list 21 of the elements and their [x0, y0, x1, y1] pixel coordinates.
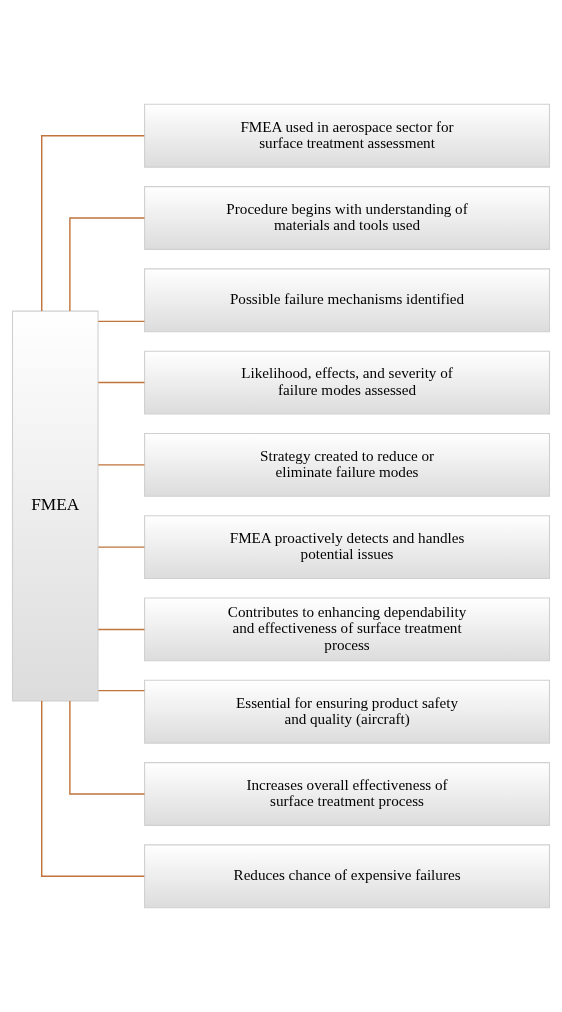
- connector: [97, 320, 146, 323]
- node-box: Increases overall effectiveness of surface treatment process: [144, 762, 551, 826]
- node-box: Reduces chance of expensive failures: [144, 844, 551, 909]
- connector: [69, 700, 146, 795]
- connector: [97, 628, 146, 631]
- node-box: Possible failure mechanisms identified: [144, 268, 551, 333]
- node-box: FMEA used in aerospace sector for surface treatment assessment: [144, 103, 551, 168]
- connector: [41, 135, 145, 312]
- node-box: Strategy created to reduce or eliminate failure modes: [144, 432, 551, 497]
- connector: [97, 689, 146, 692]
- node-box: Contributes to enhancing dependability and effectiveness of surface treatment process: [144, 597, 551, 662]
- connector: [69, 217, 146, 312]
- connector: [97, 381, 146, 384]
- node-box: Procedure begins with understanding of materials and tools used: [144, 186, 551, 250]
- node-box: FMEA: [11, 310, 99, 702]
- node-box: Likelihood, effects, and severity of failure modes assessed: [144, 350, 551, 415]
- connector: [97, 464, 146, 466]
- node-box: FMEA proactively detects and handles potential issues: [144, 515, 551, 580]
- connector: [97, 546, 146, 548]
- node-box: Essential for ensuring product safety and quality (aircraft): [144, 679, 551, 744]
- connector: [41, 700, 145, 877]
